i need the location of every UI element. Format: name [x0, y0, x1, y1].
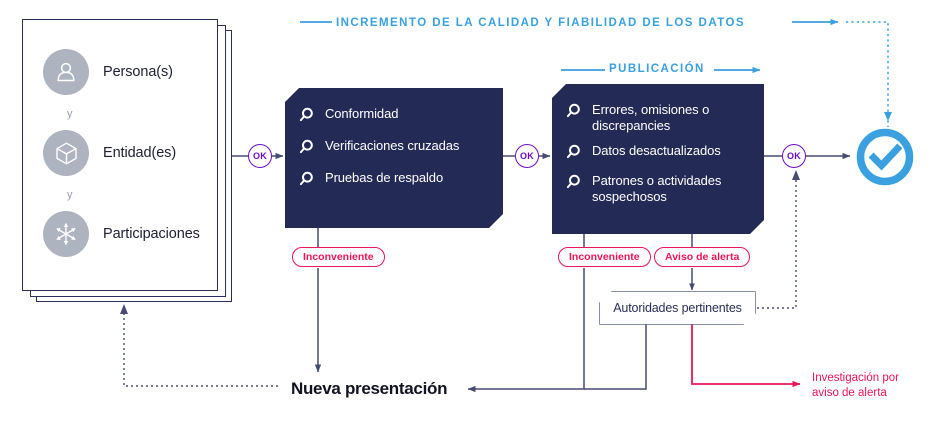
investigation-label: Investigación por aviso de alerta [812, 371, 899, 401]
doc-item-label: Entidad(es) [103, 145, 177, 161]
quality-feedback-dotted [846, 21, 892, 127]
doc-item-persona[interactable]: Persona(s) [43, 49, 173, 95]
resubmission-label: Nueva presentación [291, 379, 448, 398]
card-item-label: Verificaciones cruzadas [325, 138, 460, 153]
search-icon [566, 174, 581, 194]
publication-card: Errores, omisiones o discrepancies Datos… [552, 84, 764, 234]
card-item-label: Pruebas de respaldo [325, 170, 444, 185]
card-item[interactable]: Datos desactualizados [566, 143, 750, 164]
card-item[interactable]: Conformidad [299, 106, 489, 127]
flow-resubmission-to-docs-dotted [120, 304, 278, 387]
card-item[interactable]: Errores, omisiones o discrepancies [566, 102, 750, 134]
verification-card: Conformidad Verificaciones cruzadas Prue… [285, 88, 503, 228]
status-badge-inconveniente-1[interactable]: Inconveniente [292, 247, 385, 267]
card-item[interactable]: Pruebas de respaldo [299, 170, 489, 191]
ok-badge-2[interactable]: OK [515, 144, 539, 168]
flow-investigation-pink [691, 324, 801, 388]
card-item-label: Errores, omisiones o discrepancies [592, 102, 710, 134]
search-icon [566, 144, 581, 164]
search-icon [299, 107, 314, 127]
card-item-label: Conformidad [325, 106, 399, 121]
status-badge-aviso-alerta[interactable]: Aviso de alerta [654, 247, 751, 267]
card-item[interactable]: Verificaciones cruzadas [299, 138, 489, 159]
ok-badge-1[interactable]: OK [248, 144, 272, 168]
search-icon [566, 103, 581, 123]
connector-label-y-1: y [67, 108, 73, 120]
authorities-node[interactable]: Autoridades pertinentes [600, 292, 755, 324]
doc-item-label: Participaciones [103, 226, 200, 242]
connector-label-y-2: y [67, 189, 73, 201]
card-item[interactable]: Patrones o actividades sospechosos [566, 173, 750, 205]
document-sheet-front: Persona(s) y Entidad(es) y [22, 19, 218, 291]
card-item-label: Datos desactualizados [592, 143, 721, 159]
person-icon [43, 49, 89, 95]
investigation-line-2: aviso de alerta [812, 387, 887, 400]
investigation-line-1: Investigación por [812, 372, 899, 384]
status-badge-inconveniente-2[interactable]: Inconveniente [558, 247, 651, 267]
ok-badge-3[interactable]: OK [782, 144, 806, 168]
flow-issue2-to-resubmission [467, 268, 585, 393]
doc-item-participaciones[interactable]: Participaciones [43, 211, 200, 257]
publication-header-label: PUBLICACIÓN [609, 63, 705, 75]
doc-item-label: Persona(s) [103, 64, 173, 80]
quality-header-label: INCREMENTO DE LA CALIDAD Y FIABILIDAD DE… [336, 17, 745, 29]
card-item-label: Patrones o actividades sospechosos [592, 173, 722, 205]
search-icon [299, 171, 314, 191]
doc-item-entidad[interactable]: Entidad(es) [43, 130, 176, 176]
cube-icon [43, 130, 89, 176]
search-icon [299, 139, 314, 159]
flow-authorities-to-resubmission [584, 324, 647, 390]
shares-icon [43, 211, 89, 257]
check-circle-icon [856, 128, 914, 186]
